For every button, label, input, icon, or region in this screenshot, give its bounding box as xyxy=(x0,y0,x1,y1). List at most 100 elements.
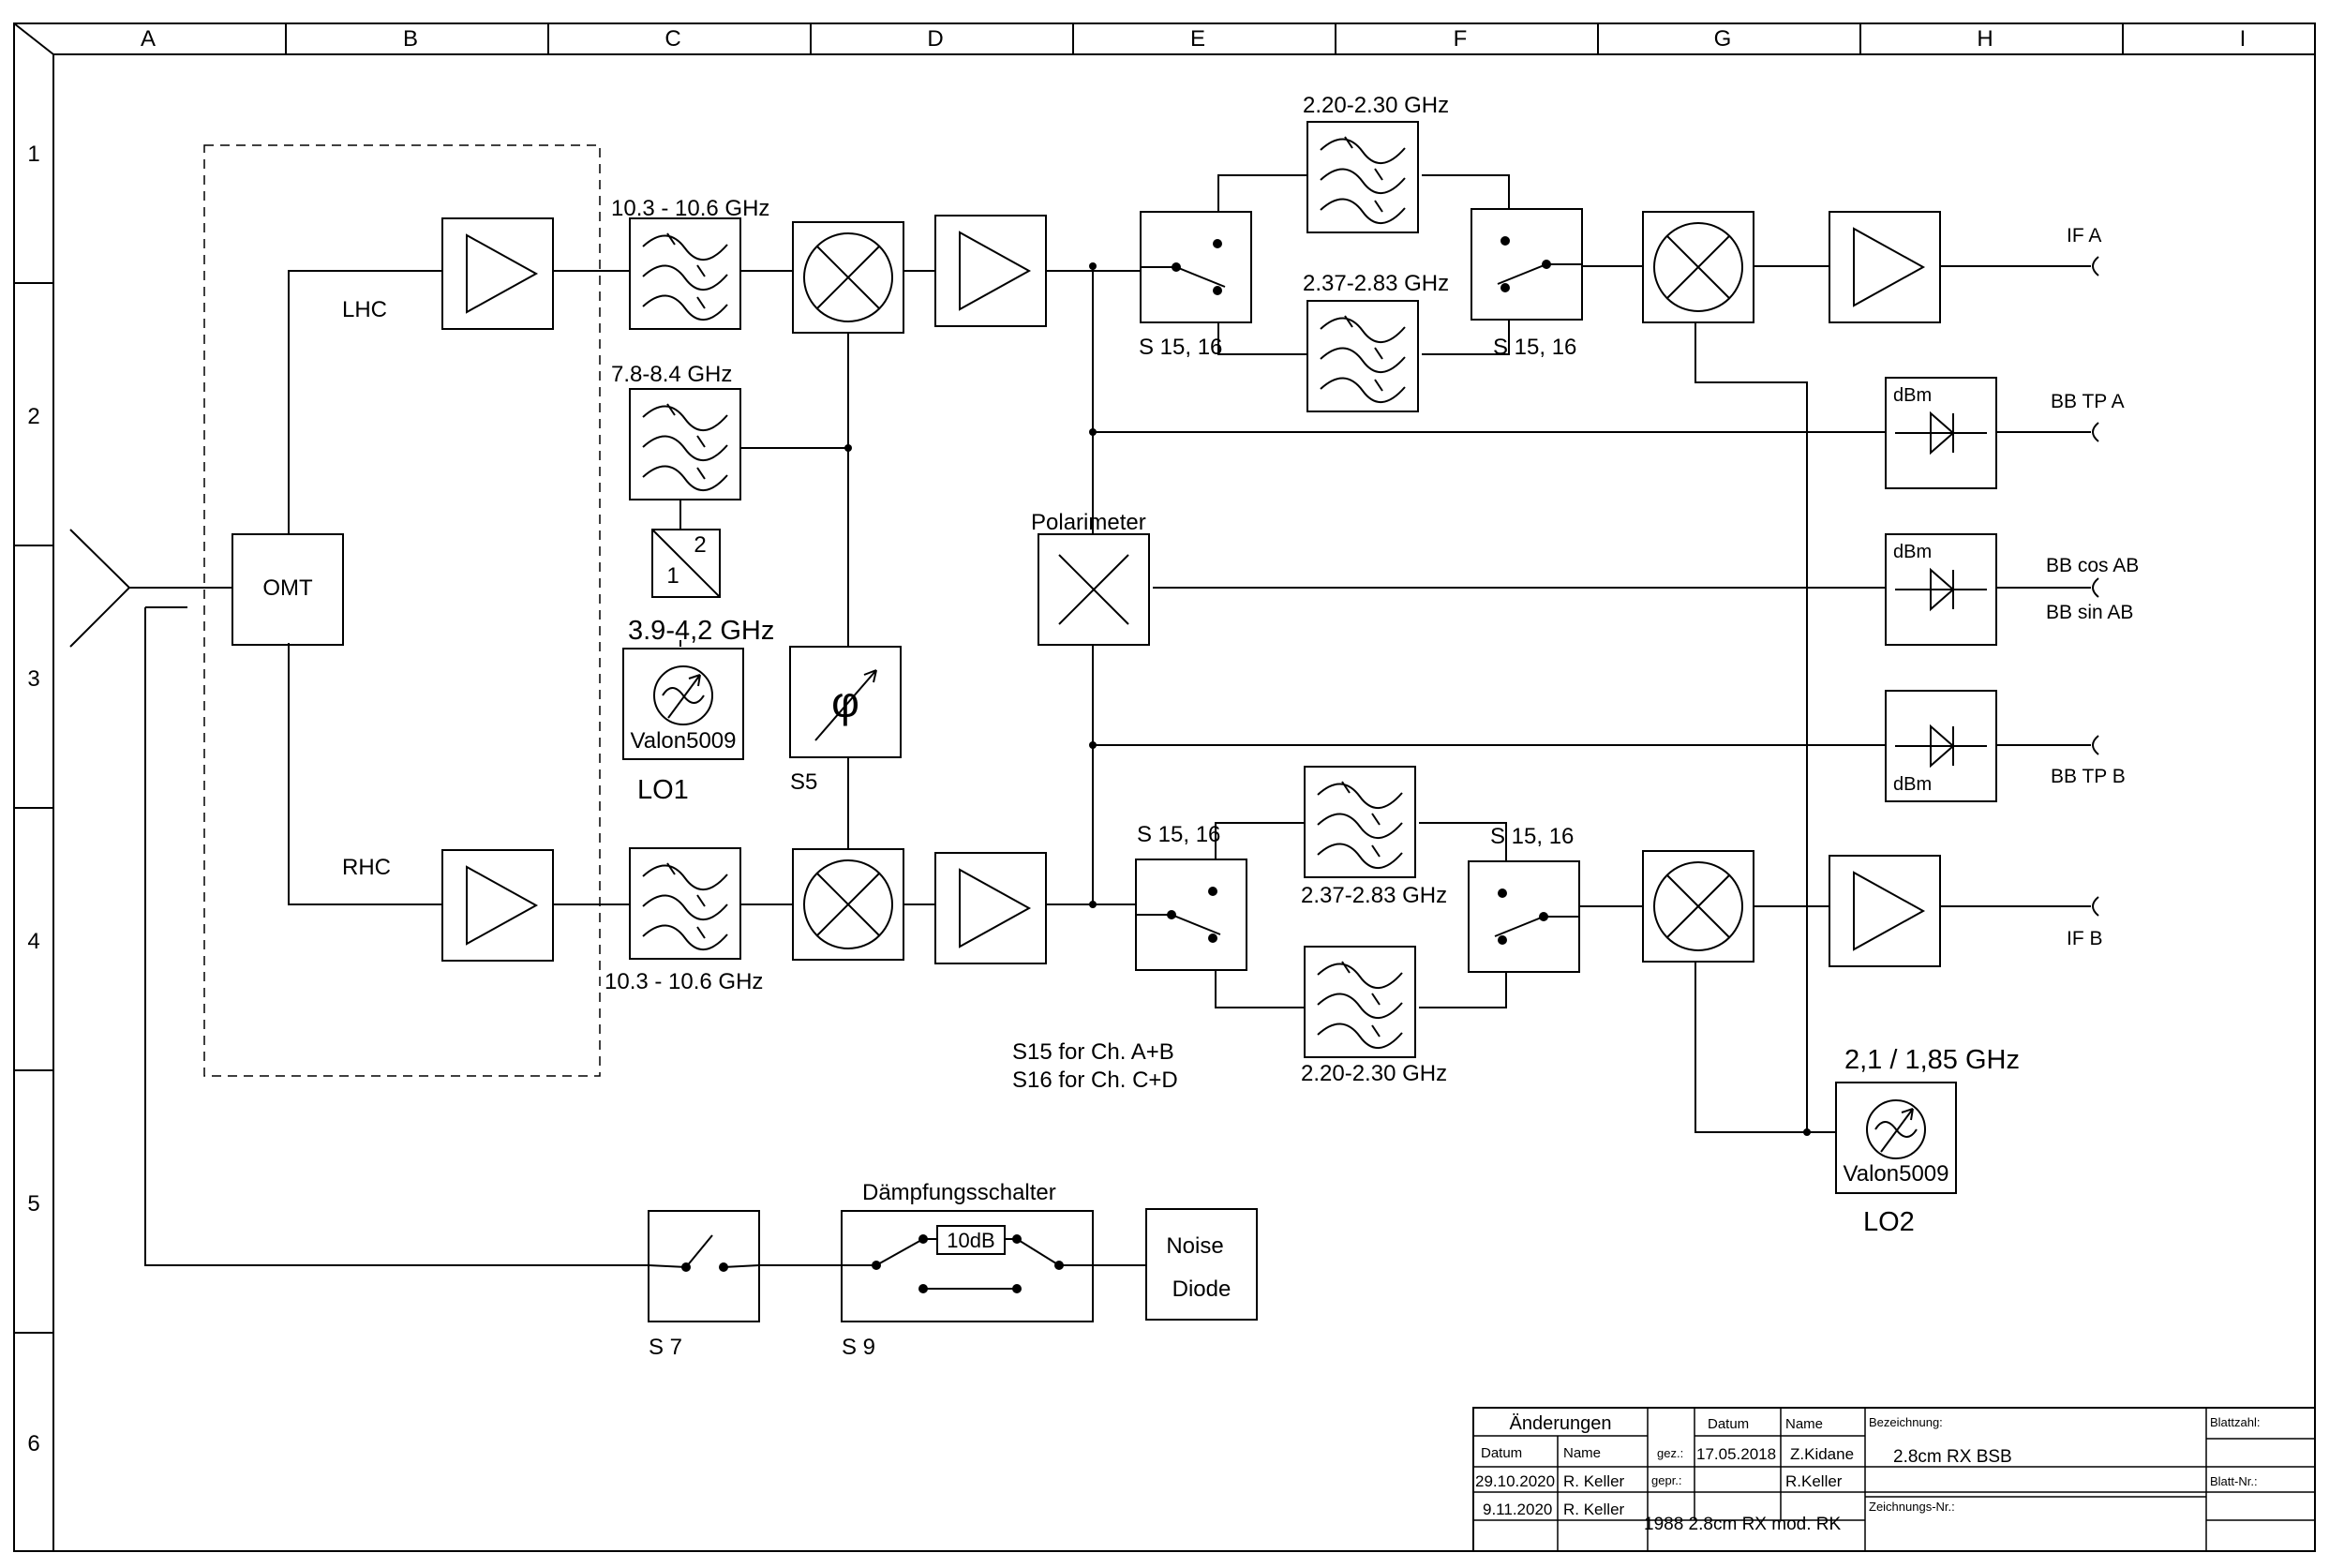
row-label-6: 6 xyxy=(27,1431,39,1456)
row-label-5: 5 xyxy=(27,1191,39,1217)
s5-label: S5 xyxy=(790,769,817,795)
tb-change-datum-head: Datum xyxy=(1481,1445,1522,1461)
switch-s1516-b-in-label: S 15, 16 xyxy=(1137,822,1220,847)
switch-s15-a-in xyxy=(1140,211,1252,323)
col-label-b: B xyxy=(403,26,418,52)
noise-diode xyxy=(1145,1208,1258,1321)
bb-cos-label: BB cos AB xyxy=(2046,555,2139,576)
tb-ch1-date: 29.10.2020 xyxy=(1475,1472,1555,1490)
detector-tp-b-dbm: dBm xyxy=(1893,774,1932,795)
filter-if-a2-label: 2.37-2.83 GHz xyxy=(1303,271,1449,296)
if-a-connector xyxy=(2075,256,2099,276)
svg-text:φ: φ xyxy=(831,678,859,726)
bb-tp-a-label: BB TP A xyxy=(2051,391,2125,412)
svg-text:2: 2 xyxy=(694,532,706,558)
filter-rf-bottom-label: 10.3 - 10.6 GHz xyxy=(605,969,763,994)
mixer-1-top xyxy=(792,221,904,334)
mixer-2-bottom xyxy=(1642,850,1754,963)
s7-label: S 7 xyxy=(649,1335,682,1360)
row-label-4: 4 xyxy=(27,929,39,954)
phase-shifter: φ xyxy=(789,646,902,758)
s16-note: S16 for Ch. C+D xyxy=(1012,1068,1178,1093)
col-label-f: F xyxy=(1454,26,1468,52)
tb-gez: gez.: xyxy=(1657,1446,1683,1460)
polarimeter-label: Polarimeter xyxy=(1031,510,1146,535)
col-label-c: C xyxy=(664,26,680,52)
amplifier-lhc xyxy=(441,217,554,330)
filter-if-b2 xyxy=(1304,946,1416,1058)
tb-datum-head: Datum xyxy=(1708,1416,1749,1432)
col-label-d: D xyxy=(927,26,943,52)
filter-if-b1 xyxy=(1304,766,1416,878)
row-label-2: 2 xyxy=(27,404,39,429)
row-label-1: 1 xyxy=(27,142,39,167)
tb-blattzahl: Blattzahl: xyxy=(2210,1415,2260,1429)
switch-s7 xyxy=(648,1210,760,1322)
frequency-divider: 2 1 xyxy=(651,529,721,598)
detector-tp-a-dbm: dBm xyxy=(1893,385,1932,406)
svg-text:1: 1 xyxy=(666,563,679,589)
amplifier-rhc xyxy=(441,849,554,962)
row-label-3: 3 xyxy=(27,666,39,692)
noise-diode-label-2: Diode xyxy=(1172,1277,1232,1302)
tb-change-name-head: Name xyxy=(1563,1445,1601,1461)
amplifier-if1-top xyxy=(934,215,1047,327)
lo1-label: LO1 xyxy=(637,775,689,805)
lhc-label: LHC xyxy=(342,297,387,322)
filter-if-a1-label: 2.20-2.30 GHz xyxy=(1303,93,1449,118)
if-b-connector xyxy=(2075,896,2099,917)
bb-tp-a-connector xyxy=(2075,422,2099,442)
noise-diode-label-1: Noise xyxy=(1166,1233,1223,1259)
attenuator-switch-label: Dämpfungsschalter xyxy=(862,1180,1056,1205)
lo1-valon-label: Valon5009 xyxy=(631,728,737,754)
col-label-e: E xyxy=(1190,26,1205,52)
attenuator-value: 10dB xyxy=(947,1229,994,1252)
tb-ch2-name: R. Keller xyxy=(1563,1501,1625,1518)
tb-name-head: Name xyxy=(1785,1416,1823,1432)
rhc-label: RHC xyxy=(342,855,391,880)
tb-bez-head: Bezeichnung: xyxy=(1869,1415,1943,1429)
detector-cos-sin-dbm: dBm xyxy=(1893,542,1932,562)
filter-if-a2 xyxy=(1306,300,1419,412)
if-a-label: IF A xyxy=(2067,225,2101,246)
drawing-frame: A B C D E F G H I 1 2 3 4 5 6 xyxy=(13,22,2316,1552)
tb-ch2-date: 9.11.2020 xyxy=(1483,1501,1552,1518)
filter-rf-top xyxy=(629,217,741,330)
col-label-i: I xyxy=(2240,26,2247,52)
tb-gepr-name: R.Keller xyxy=(1785,1472,1843,1490)
tb-aenderungen: Änderungen xyxy=(1510,1413,1612,1434)
bb-tp-b-connector xyxy=(2075,735,2099,755)
switch-s1516-b-out-label: S 15, 16 xyxy=(1490,824,1574,849)
tb-gez-name: Z.Kidane xyxy=(1790,1445,1854,1463)
lo1-frequency: 3.9-4,2 GHz xyxy=(628,616,774,646)
filter-if-b1-label: 2.37-2.83 GHz xyxy=(1301,883,1447,908)
switch-s15-a-out xyxy=(1471,208,1583,321)
omt-label: OMT xyxy=(262,575,313,601)
polarimeter-block xyxy=(1038,533,1150,646)
amplifier-if2-bottom xyxy=(1829,855,1941,967)
tb-bez: 2.8cm RX BSB xyxy=(1893,1447,2012,1467)
title-block xyxy=(1472,1407,2316,1552)
mixer-1-bottom xyxy=(792,848,904,961)
filter-rf-top-label: 10.3 - 10.6 GHz xyxy=(611,196,769,221)
switch-s1516-a-in-label: S 15, 16 xyxy=(1139,335,1222,360)
switch-s15-b-in xyxy=(1135,859,1247,971)
attenuator-switch xyxy=(841,1210,1094,1322)
switch-s1516-a-out-label: S 15, 16 xyxy=(1493,335,1576,360)
omt-block: OMT xyxy=(231,533,344,646)
amplifier-if1-bottom xyxy=(934,852,1047,964)
tb-drawing-no: 1988 2.8cm RX mod. RK xyxy=(1644,1515,1841,1534)
s15-note: S15 for Ch. A+B xyxy=(1012,1039,1174,1065)
filter-if-b2-label: 2.20-2.30 GHz xyxy=(1301,1061,1447,1086)
filter-rf-bottom xyxy=(629,847,741,960)
lo2-frequency: 2,1 / 1,85 GHz xyxy=(1844,1045,2020,1075)
col-label-h: H xyxy=(1977,26,1993,52)
tb-gez-date: 17.05.2018 xyxy=(1696,1445,1776,1463)
lo2-valon-label: Valon5009 xyxy=(1844,1161,1949,1187)
filter-if-a1 xyxy=(1306,121,1419,233)
filter-lo1 xyxy=(629,388,741,500)
tb-zeich: Zeichnungs-Nr.: xyxy=(1869,1500,1955,1514)
tb-ch1-name: R. Keller xyxy=(1563,1472,1625,1490)
tb-blattnr: Blatt-Nr.: xyxy=(2210,1474,2258,1488)
